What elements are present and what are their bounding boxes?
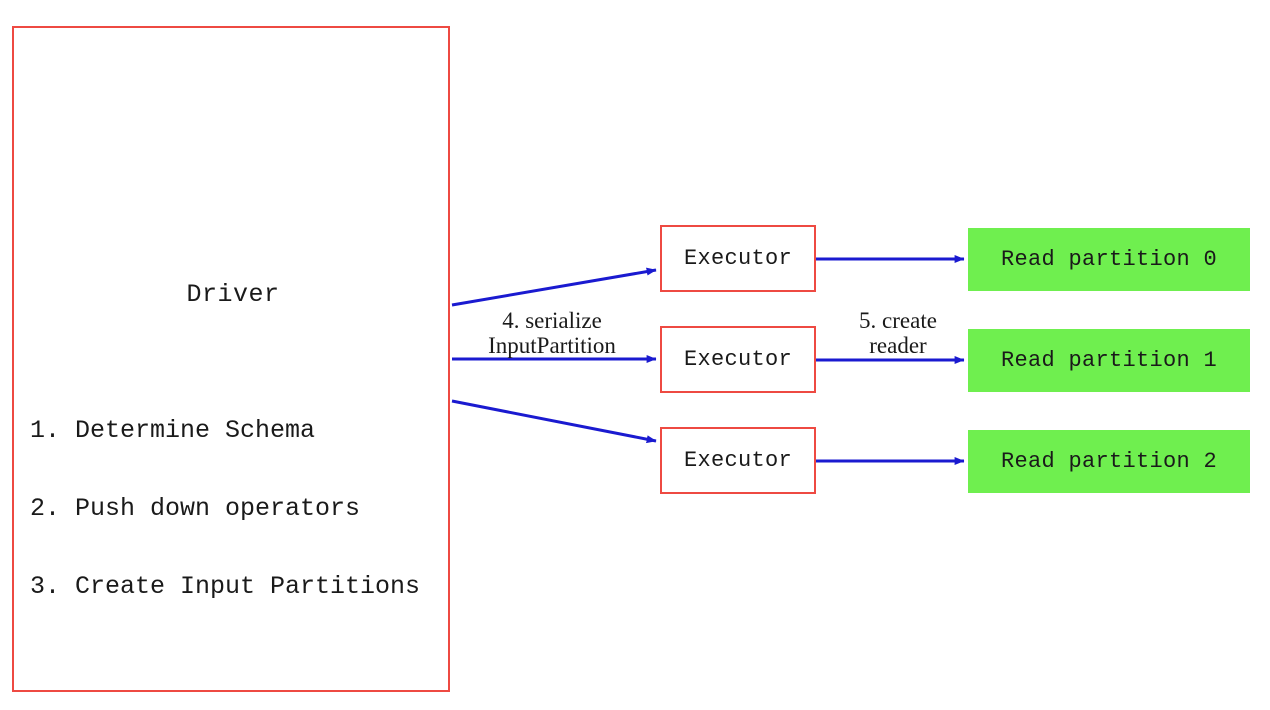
- driver-step-1: 1. Determine Schema: [30, 416, 316, 445]
- arrow-label-serialize-line-2: InputPartition: [488, 333, 616, 358]
- arrow-label-serialize-input-partition: 4. serialize InputPartition: [462, 308, 642, 358]
- arrow-label-create-reader-line-2: reader: [869, 333, 927, 358]
- driver-title: Driver: [186, 280, 280, 309]
- read-partition-label-1: Read partition 1: [1000, 348, 1218, 373]
- driver-step-3: 3. Create Input Partitions: [30, 572, 421, 601]
- executor-box-1[interactable]: Executor: [660, 326, 816, 393]
- executor-label-0: Executor: [683, 246, 793, 271]
- arrow-driver-to-executor-0: [451, 267, 657, 307]
- executor-label-1: Executor: [683, 347, 793, 372]
- driver-box[interactable]: Driver 1. Determine Schema 2. Push down …: [12, 26, 450, 692]
- executor-box-0[interactable]: Executor: [660, 225, 816, 292]
- driver-steps-list: 1. Determine Schema 2. Push down operato…: [30, 366, 420, 652]
- read-partition-box-0[interactable]: Read partition 0: [968, 228, 1250, 291]
- driver-step-2: 2. Push down operators: [30, 494, 361, 523]
- arrow-label-create-reader-line-1: 5. create: [859, 308, 937, 333]
- read-partition-box-1[interactable]: Read partition 1: [968, 329, 1250, 392]
- executor-label-2: Executor: [683, 448, 793, 473]
- arrow-label-serialize-line-1: 4. serialize: [502, 308, 602, 333]
- read-partition-label-0: Read partition 0: [1000, 247, 1218, 272]
- arrow-label-create-reader: 5. create reader: [828, 308, 968, 358]
- read-partition-label-2: Read partition 2: [1000, 449, 1218, 474]
- arrow-driver-to-executor-2: [451, 399, 657, 444]
- read-partition-box-2[interactable]: Read partition 2: [968, 430, 1250, 493]
- executor-box-2[interactable]: Executor: [660, 427, 816, 494]
